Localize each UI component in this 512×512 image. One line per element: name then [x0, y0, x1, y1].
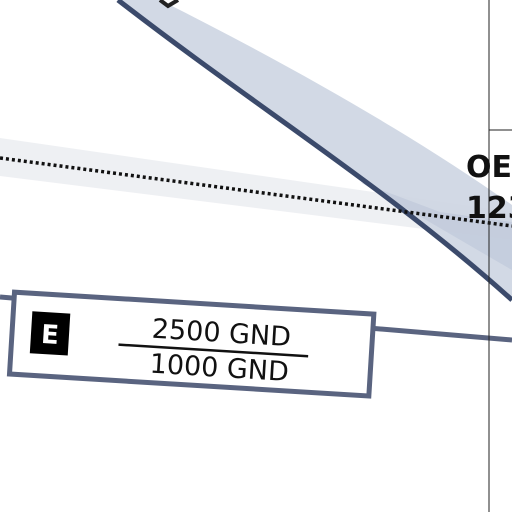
airspace-boundary-line [116, 0, 512, 302]
airspace-info-box: E 2500 GND 1000 GND [6, 289, 377, 399]
partial-label-glyph [158, 0, 180, 9]
navaid-label-name: OE [466, 150, 512, 185]
navaid-label-frequency: 123 [466, 191, 512, 226]
airspace-class-badge [29, 311, 71, 356]
altitude-divider [118, 343, 309, 358]
airspace-class-letter: E [40, 320, 60, 351]
airspace-overlap-shading [360, 182, 512, 270]
airspace-box-frame [6, 289, 377, 399]
route-line [0, 156, 512, 228]
airway-corridor [0, 138, 512, 240]
